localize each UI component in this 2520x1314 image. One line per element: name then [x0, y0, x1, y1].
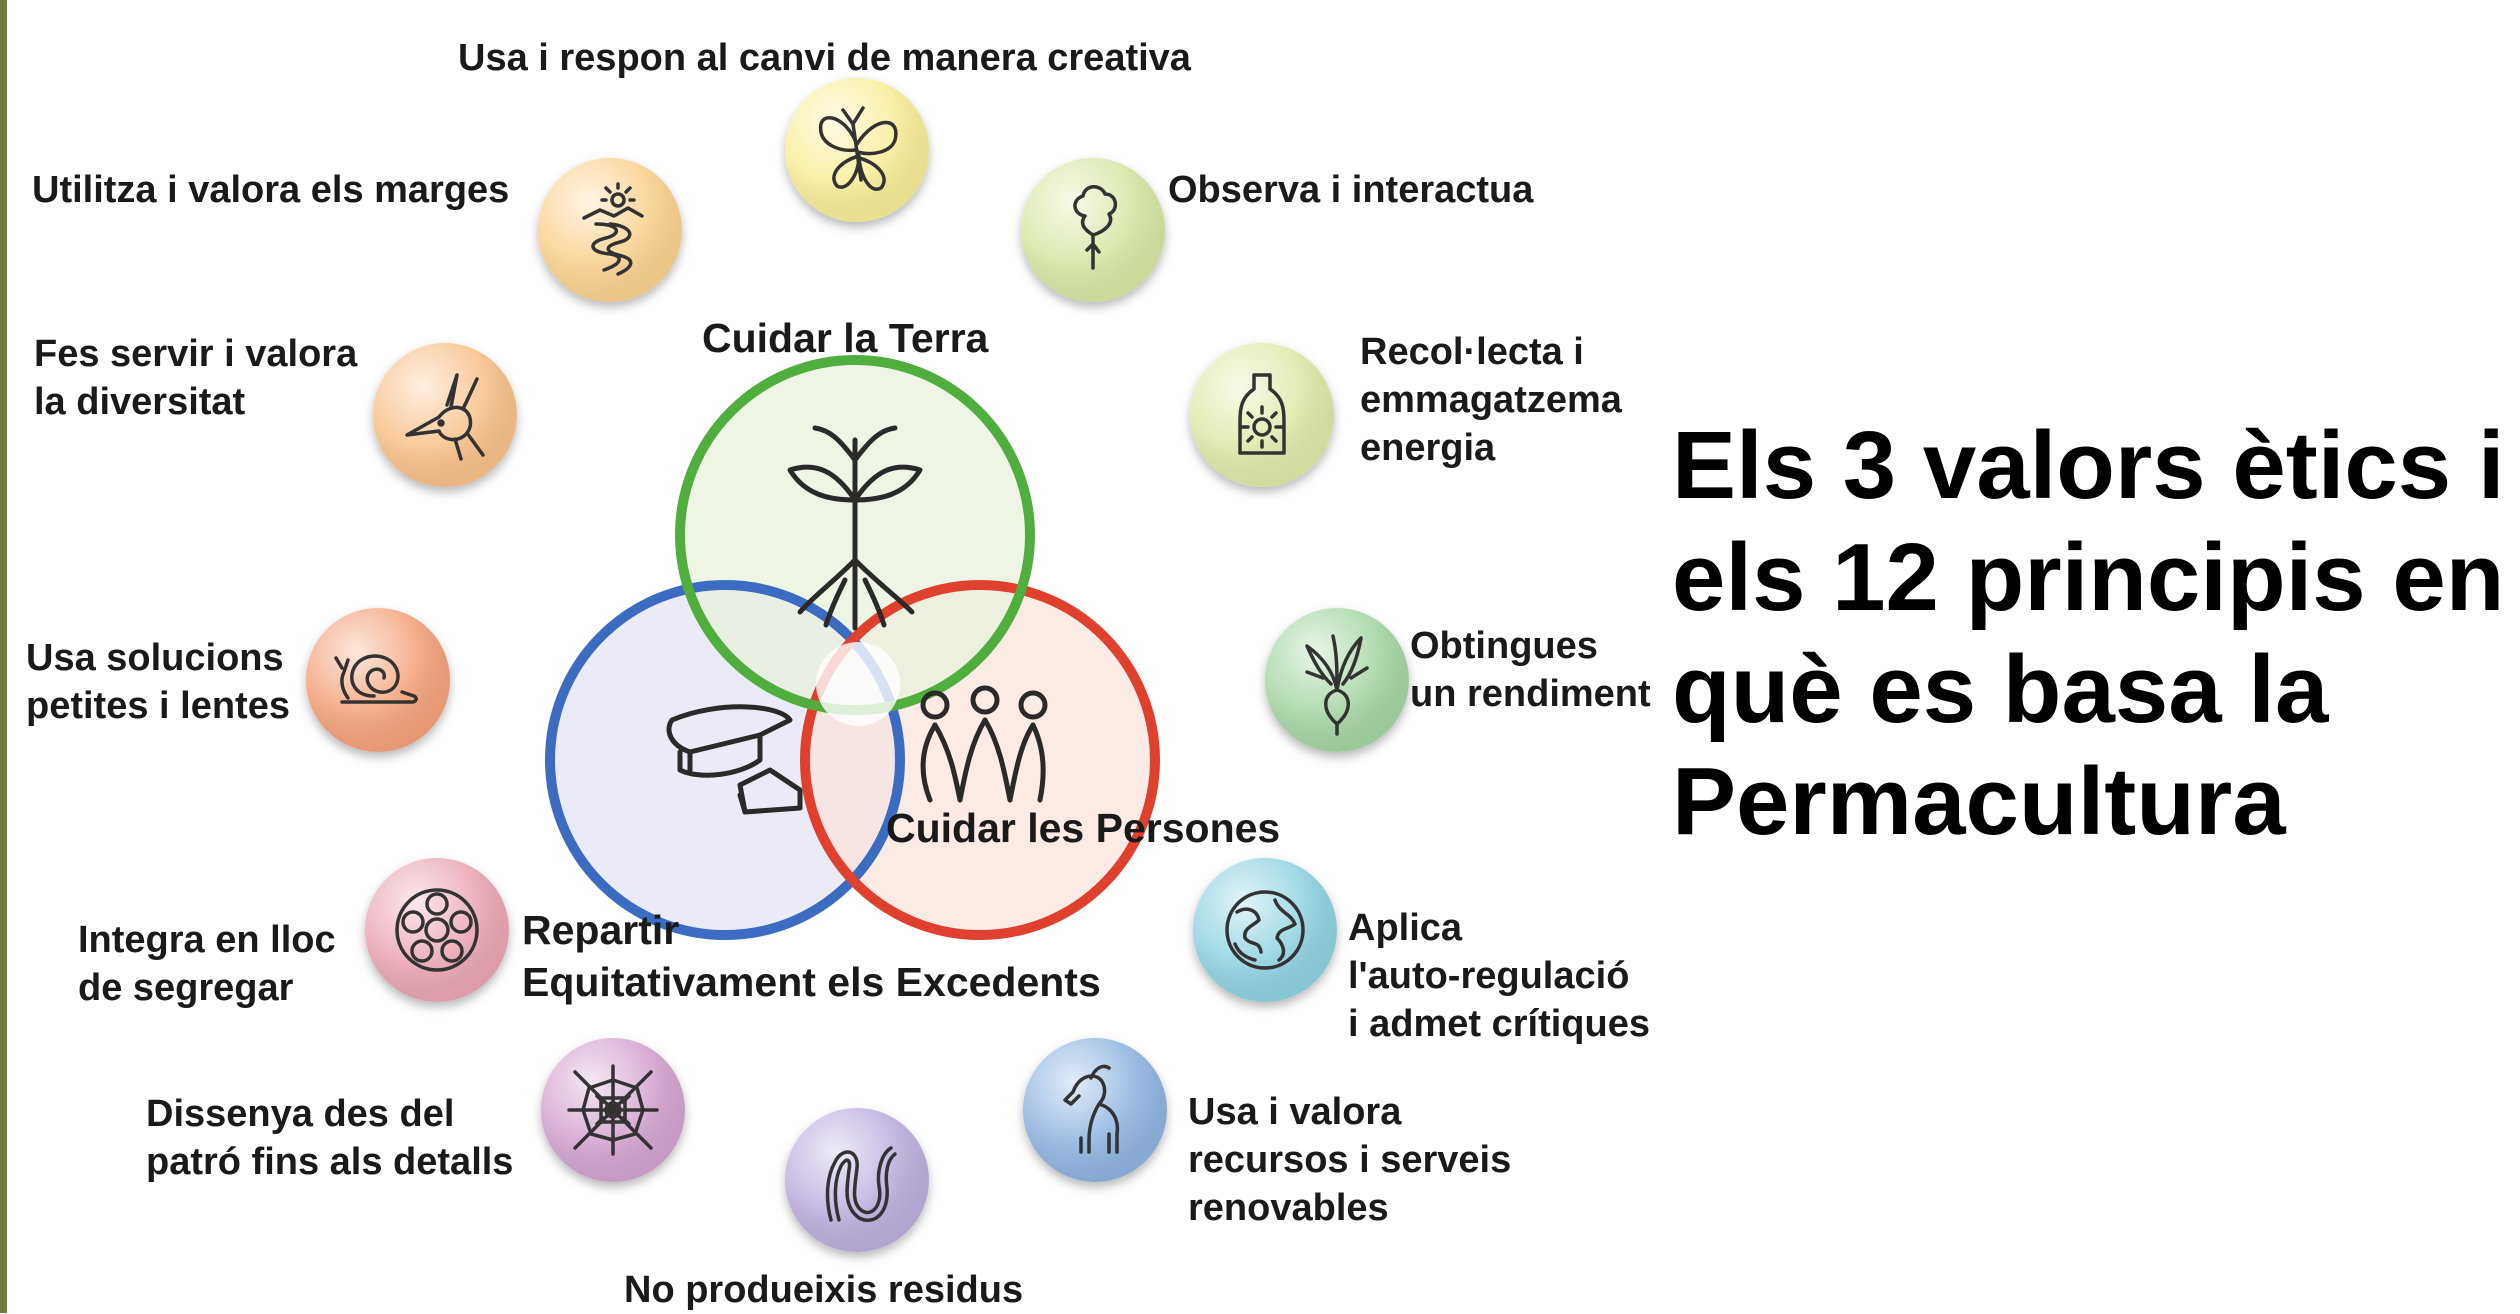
river-icon	[582, 182, 644, 276]
principle-bubble	[785, 78, 929, 222]
principle-bubble	[373, 343, 517, 487]
principle-bubble	[365, 858, 509, 1002]
principle-bubble-gloss	[1021, 158, 1165, 302]
principle-bubble	[1190, 343, 1334, 487]
people-icon	[920, 685, 1048, 803]
tree-icon	[1073, 185, 1118, 270]
principle-label-observe: Observa i interactua	[1168, 169, 1534, 211]
snail-icon	[334, 654, 418, 704]
shared-pie-icon	[666, 704, 803, 815]
bottle-sun-icon	[1238, 373, 1286, 455]
principle-bubble	[1021, 158, 1165, 302]
principle-label-integrate: Integra en lloc de segregar	[78, 919, 336, 1009]
principle-bubble	[306, 608, 450, 752]
principle-label-edges: Utilitza i valora els marges	[32, 169, 510, 211]
principle-bubble	[785, 1108, 929, 1252]
principle-label-energy: Recol·lecta i emmagatzema energia	[1360, 331, 1622, 469]
principle-label-diversity: Fes servir i valora la diversitat	[34, 333, 358, 423]
worm-icon	[825, 1146, 897, 1222]
principle-bubble-gloss	[538, 158, 682, 302]
principle-label-self-regulation: Aplica l'auto-regulació i admet crítique…	[1348, 907, 1650, 1045]
principle-bubble	[1023, 1038, 1167, 1182]
circles-icon	[395, 888, 479, 972]
principle-label-no-waste: No produeixis residus	[624, 1269, 1024, 1311]
horse-icon	[1063, 1064, 1120, 1154]
headline: Els 3 valors ètics i els 12 principis en…	[1672, 412, 2505, 855]
share-ring	[545, 580, 905, 940]
principle-label-change: Usa i respon al canvi de manera creativa	[458, 37, 1191, 79]
principle-bubble-gloss	[1190, 343, 1334, 487]
spiderweb-icon	[567, 1064, 659, 1156]
principle-bubbles	[306, 78, 1409, 1252]
principle-label-pattern: Dissenya des del patró fins als detalls	[146, 1093, 514, 1183]
ethic-label-people: Cuidar les Persones	[886, 805, 1281, 851]
principle-bubble-gloss	[365, 858, 509, 1002]
principle-bubble-gloss	[306, 608, 450, 752]
principle-label-yield: Obtingues un rendiment	[1410, 625, 1651, 715]
principle-bubble	[541, 1038, 685, 1182]
ethic-label-earth: Cuidar la Terra	[702, 315, 989, 361]
principle-label-renewables: Usa i valora recursos i serveis renovabl…	[1188, 1091, 1512, 1229]
principle-bubble	[1193, 858, 1337, 1002]
globe-icon	[1225, 890, 1305, 970]
principle-bubble	[1265, 608, 1409, 752]
tree-roots-icon	[787, 425, 923, 631]
principle-bubble	[538, 158, 682, 302]
ethic-label-share: Repartir Equitativament els Excedents	[522, 907, 1101, 1005]
radish-icon	[1305, 634, 1369, 736]
hummingbird-icon	[405, 373, 485, 461]
principle-label-small-slow: Usa solucions petites i lentes	[26, 637, 290, 727]
side-bar	[0, 0, 7, 1313]
people-ring	[800, 580, 1160, 940]
principle-bubble-gloss	[1193, 858, 1337, 1002]
principle-bubble-gloss	[373, 343, 517, 487]
butterfly-icon	[818, 106, 898, 191]
